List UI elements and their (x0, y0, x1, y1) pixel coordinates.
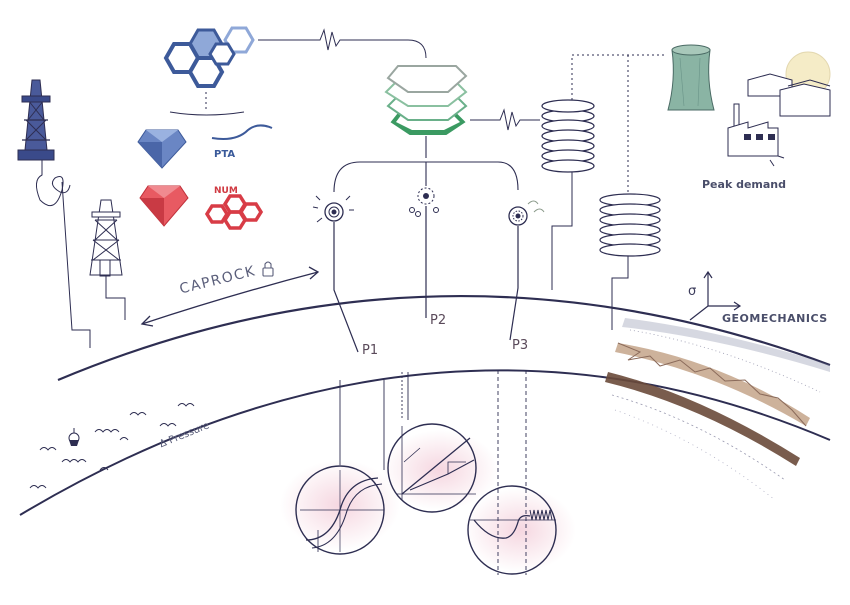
well-head-p2 (409, 187, 439, 217)
wave-icon (99, 467, 109, 471)
well-label-p3: P3 (512, 338, 529, 353)
cooling-tower-icon (667, 44, 715, 111)
wave-icon (29, 485, 47, 489)
num-hexagon-icon (204, 194, 264, 230)
pressure-response-chart-icon (467, 485, 557, 575)
well-label-p1: P1 (362, 343, 379, 358)
sigma-label: σ (688, 284, 697, 299)
well-line-p1 (333, 222, 359, 353)
wave-icon (39, 447, 57, 451)
wave-icon (94, 429, 120, 433)
wave-icon (159, 423, 177, 427)
stress-axes (689, 270, 742, 321)
caprock-arc (57, 294, 831, 382)
well-label-p2: P2 (430, 313, 447, 328)
well-head-p1 (312, 195, 354, 223)
caprock-arrow (140, 266, 320, 327)
pta-curve-icon (211, 124, 273, 140)
well-line-p3 (509, 226, 519, 341)
wave-icon (177, 403, 195, 407)
diamond-icon (137, 129, 187, 169)
wave-icon (61, 459, 87, 463)
peak-demand-label: Peak demand (702, 178, 787, 191)
hexagon-cluster-icon (163, 26, 255, 88)
padlock-icon (262, 261, 274, 277)
stacked-hexagon-icon (384, 65, 468, 135)
wave-icon (119, 437, 129, 441)
reservoir-base-arc (19, 369, 831, 516)
num-label: NUM (214, 186, 238, 196)
pta-label: PTA (214, 149, 236, 160)
well-head-p3 (508, 200, 545, 226)
type-curve-chart-icon (295, 465, 385, 555)
geomechanics-strata (605, 318, 830, 501)
factory-icon (727, 103, 785, 167)
geomechanics-label: GEOMECHANICS (722, 312, 828, 325)
buoy-icon (68, 428, 80, 446)
coil-tank-icon (541, 99, 595, 173)
wave-icon (129, 412, 147, 416)
storage-building-icon (747, 51, 831, 117)
ruby-icon (139, 185, 189, 227)
oil-rig-icon (17, 79, 55, 161)
log-log-chart-icon (387, 423, 477, 513)
oil-rig-icon (89, 199, 123, 277)
coil-tank-icon (599, 193, 661, 257)
water-waves (29, 403, 195, 489)
